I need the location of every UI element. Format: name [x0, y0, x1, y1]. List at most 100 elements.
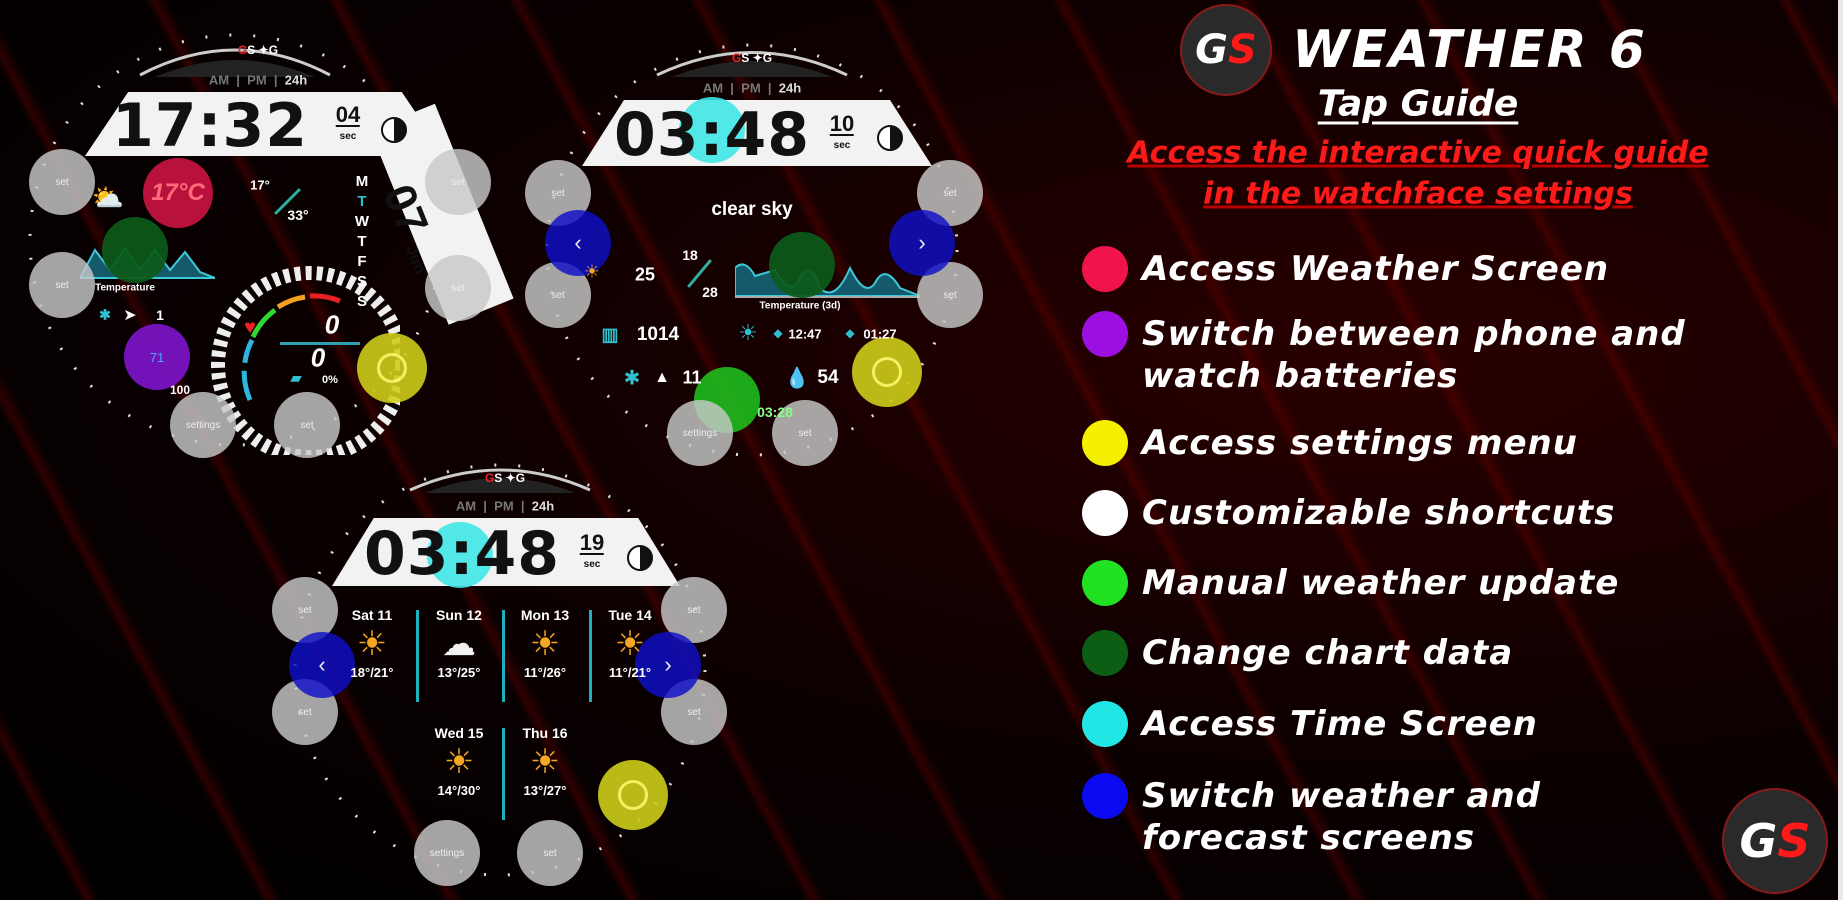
sun-icon: ☀ [356, 625, 388, 663]
legend-swatch [1082, 701, 1128, 747]
legend-label: Customizable shortcuts [1142, 493, 1616, 533]
humidity: 54 [817, 367, 839, 388]
settings-shortcut-tap-zone[interactable]: settings [667, 400, 733, 466]
forecast-day: Wed 15☀14°/30° [417, 725, 501, 798]
temp-high: 28 [702, 284, 718, 300]
settings-icon [618, 780, 648, 810]
legend-label: Access settings menu [1142, 423, 1578, 463]
last-updated: 03:28 [757, 404, 793, 420]
next-screen-tap-zone[interactable]: › [889, 210, 955, 276]
temp-low: 18 [682, 247, 698, 263]
shortcut-tap-zone[interactable]: set [29, 149, 95, 215]
clock-time: 03:48 [364, 519, 560, 589]
temp-low: 17° [250, 177, 270, 193]
shortcut-tap-zone[interactable]: set [772, 400, 838, 466]
battery-switch-tap-zone[interactable]: 71 [124, 324, 190, 390]
settings-tap-zone[interactable] [598, 760, 668, 830]
app-title: WEATHER 6 [1292, 20, 1647, 80]
ampm-indicator: AM | PM | 24h [702, 80, 802, 96]
forecast-day: Sat 11☀18°/21° [330, 607, 414, 680]
right-edge-strip [1838, 0, 1843, 900]
next-screen-tap-zone[interactable]: › [635, 632, 701, 698]
legend-swatch [1082, 490, 1128, 536]
settings-icon [872, 357, 902, 387]
cloud-icon: ☁ [442, 625, 476, 663]
forecast-day: Mon 13☀11°/26° [503, 607, 587, 680]
legend-item-chart-data: Change chart data [1082, 630, 1514, 676]
legend-item-screen-switch: Switch weather and forecast screens [1082, 773, 1582, 859]
uv-sun-icon: ☀ [738, 320, 758, 345]
legend-item-weather-screen: Access Weather Screen [1082, 246, 1610, 292]
legend-label: Switch weather and forecast screens [1142, 776, 1542, 858]
legend-swatch [1082, 311, 1128, 357]
legend-label: Manual weather update [1142, 563, 1620, 603]
shortcut-tap-zone[interactable]: set [29, 252, 95, 318]
legend-item-settings: Access settings menu [1082, 420, 1578, 466]
sun-icon: ☀ [614, 625, 646, 663]
forecast-day: Thu 16☀13°/27° [503, 725, 587, 798]
bezel-ticks [545, 43, 959, 457]
guide-note-line2: in the watchface settings [1203, 176, 1633, 212]
shortcut-tap-zone[interactable]: set [425, 149, 491, 215]
moon-phase-icon [627, 545, 653, 571]
settings-icon [377, 353, 407, 383]
brand-mark: GS ✦G [484, 471, 526, 485]
chart-data-tap-zone[interactable] [102, 217, 168, 283]
time-screen-tap-zone[interactable] [427, 522, 493, 588]
pressure: 1014 [636, 324, 680, 345]
legend-label: Access Weather Screen [1142, 249, 1610, 289]
ampm-indicator: AM | PM | 24h [455, 498, 555, 514]
sunrise-time: 12:47 [788, 326, 822, 342]
legend-label: Change chart data [1142, 633, 1514, 673]
weather-screen-tap-zone[interactable]: 17°C [143, 158, 213, 228]
chart-label: Temperature [95, 282, 155, 294]
sunset-time: 01:27 [863, 326, 897, 342]
sun-icon: ☀ [443, 743, 475, 781]
settings-tap-zone[interactable] [357, 333, 427, 403]
legend-swatch [1082, 773, 1128, 819]
time-screen-tap-zone[interactable] [679, 97, 745, 163]
legend-item-time-screen: Access Time Screen [1082, 701, 1538, 747]
legend-item-shortcuts: Customizable shortcuts [1082, 490, 1616, 536]
pressure-icon: ▥ [601, 324, 619, 345]
column-divider [502, 728, 505, 820]
column-divider [416, 610, 419, 702]
moon-phase-icon [381, 117, 407, 143]
previous-screen-tap-zone[interactable]: ‹ [545, 210, 611, 276]
sun-icon: ☀ [529, 625, 561, 663]
settings-tap-zone[interactable] [852, 337, 922, 407]
chart-data-tap-zone[interactable] [769, 232, 835, 298]
activity-gauge [211, 266, 400, 455]
previous-screen-tap-zone[interactable]: ‹ [289, 632, 355, 698]
legend-label: Switch between phone and watch batteries [1142, 314, 1686, 396]
legend-swatch [1082, 246, 1128, 292]
column-divider [502, 610, 505, 702]
legend-item-battery-switch: Switch between phone and watch batteries [1082, 311, 1702, 397]
brand-mark: GS ✦G [731, 51, 773, 65]
clock-time: 03:48 [614, 100, 810, 170]
legend-item-weather-update: Manual weather update [1082, 560, 1620, 606]
footprint-icon: ▰ [290, 369, 302, 386]
column-divider [589, 610, 592, 702]
legend-label: Access Time Screen [1142, 704, 1538, 744]
heart-icon: ♥ [244, 316, 256, 339]
forecast-day: Tue 14☀11°/21° [588, 607, 672, 680]
time-banner [582, 100, 932, 166]
shortcut-tap-zone[interactable]: set [274, 392, 340, 458]
shortcut-tap-zone[interactable]: set [425, 255, 491, 321]
sun-icon: ☀ [529, 743, 561, 781]
chart-label: Temperature (3d) [759, 300, 841, 312]
wind-speed: 11 [682, 367, 702, 388]
legend-swatch [1082, 420, 1128, 466]
settings-shortcut-tap-zone[interactable]: settings [170, 392, 236, 458]
wind-direction-icon: ▲ [654, 369, 670, 386]
wind-direction-icon: ➤ [124, 306, 136, 323]
settings-shortcut-tap-zone[interactable]: settings [414, 820, 480, 886]
shortcut-tap-zone[interactable]: set [517, 820, 583, 886]
gauge-divider [280, 342, 360, 345]
